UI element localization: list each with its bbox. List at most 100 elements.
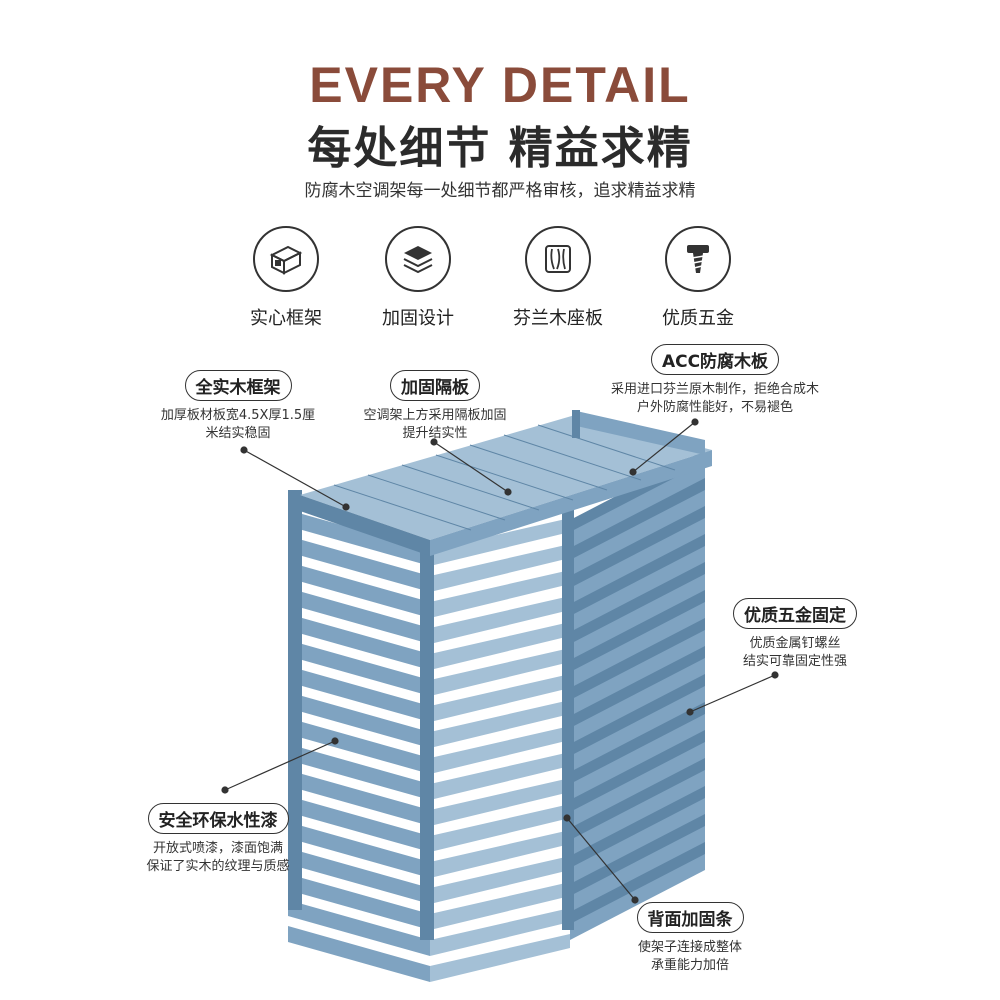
- feature-label: 实心框架: [250, 308, 322, 329]
- front-right-leg: [420, 540, 434, 940]
- leader-dot: [691, 418, 699, 426]
- front-slat: [288, 588, 430, 644]
- front-slat: [288, 848, 430, 904]
- top-board-edge: [300, 495, 430, 556]
- front-slat-shade: [430, 570, 570, 618]
- callout-title: 全实木框架: [184, 370, 292, 401]
- subtitle: 防腐木空调架每一处细节都严格审核，追求精益求精: [304, 181, 696, 201]
- callout-description: 采用进口芬兰原木制作，拒绝合成木 户外防腐性能好，不易褪色: [580, 381, 850, 417]
- callout-acc-board: ACC防腐木板 采用进口芬兰原木制作，拒绝合成木 户外防腐性能好，不易褪色: [580, 344, 850, 417]
- feature-solid-frame: 实心框架: [221, 226, 351, 330]
- callout-title: ACC防腐木板: [650, 344, 780, 375]
- desc-line: 米结实稳固: [205, 426, 271, 441]
- leader-paint: [224, 740, 336, 791]
- callout-description: 使架子连接成整体 承重能力加倍: [615, 939, 765, 975]
- top-plank-seam: [469, 444, 608, 491]
- front-slat-shade: [430, 934, 570, 982]
- leader-dot: [331, 737, 339, 745]
- front-slat-shade: [430, 518, 570, 566]
- callout-paint: 安全环保水性漆 开放式喷漆，漆面饱满 保证了实木的纹理与质感: [118, 803, 318, 876]
- desc-line: 户外防腐性能好，不易褪色: [636, 400, 793, 415]
- top-plank-seam: [537, 424, 676, 471]
- callout-solid-frame: 全实木框架 加厚板材板宽4.5X厚1.5厘 米结实稳固: [148, 370, 328, 443]
- leader-dot: [563, 814, 571, 822]
- front-slat: [288, 640, 430, 696]
- back-rail: [572, 410, 705, 455]
- front-slat-shade: [430, 804, 570, 852]
- desc-line: 保证了实木的纹理与质感: [146, 859, 290, 874]
- callout-title: 加固隔板: [390, 370, 480, 401]
- side-slat: [570, 462, 705, 548]
- side-slat: [570, 630, 705, 716]
- leader-dot: [504, 488, 512, 496]
- leader-dot: [629, 468, 637, 476]
- front-slat: [288, 562, 430, 618]
- front-slat-shade: [430, 674, 570, 722]
- front-slat-shade: [430, 622, 570, 670]
- feature-label: 加固设计: [382, 308, 454, 329]
- feature-finnish-wood: 芬兰木座板: [493, 226, 623, 330]
- front-slat-shade: [430, 726, 570, 774]
- callout-title: 安全环保水性漆: [147, 803, 289, 834]
- leader-solid-frame: [243, 449, 347, 508]
- front-slat: [288, 692, 430, 748]
- desc-line: 采用进口芬兰原木制作，拒绝合成木: [610, 382, 819, 397]
- side-slat: [570, 742, 705, 828]
- title-chinese: 每处细节 精益求精: [307, 123, 693, 174]
- front-slat-shade: [430, 596, 570, 644]
- front-slat: [288, 536, 430, 592]
- front-slat-shade: [430, 752, 570, 800]
- front-slat-shade: [430, 830, 570, 878]
- leader-partition: [433, 441, 509, 493]
- desc-line: 优质金属钉螺丝: [749, 636, 841, 651]
- desc-line: 空调架上方采用隔板加固: [363, 408, 507, 423]
- top-plank-seam: [435, 454, 574, 501]
- callout-hardware: 优质五金固定 优质金属钉螺丝 结实可靠固定性强: [715, 598, 875, 671]
- leader-dot: [631, 896, 639, 904]
- feature-label: 芬兰木座板: [513, 308, 603, 329]
- top-plank-seam: [401, 464, 540, 511]
- side-slat: [570, 854, 705, 940]
- desc-line: 开放式喷漆，漆面饱满: [152, 841, 283, 856]
- back-rail-post: [572, 410, 580, 438]
- leader-dot: [240, 446, 248, 454]
- back-brace-strip: [562, 510, 574, 930]
- front-slat: [288, 718, 430, 774]
- front-slat-shade: [430, 648, 570, 696]
- wood-board-icon: [525, 226, 591, 292]
- desc-line: 使架子连接成整体: [637, 940, 742, 955]
- feature-label: 优质五金: [662, 308, 734, 329]
- front-left-leg: [288, 490, 302, 910]
- front-slat: [288, 614, 430, 670]
- leader-hardware: [689, 674, 776, 713]
- front-slat: [288, 874, 430, 930]
- front-slat: [288, 666, 430, 722]
- feature-reinforced: 加固设计: [353, 226, 483, 330]
- leader-dot: [686, 708, 694, 716]
- callout-title: 优质五金固定: [733, 598, 857, 629]
- side-slat: [570, 602, 705, 688]
- callout-description: 空调架上方采用隔板加固 提升结实性: [340, 407, 530, 443]
- front-slat-shade: [430, 882, 570, 930]
- callout-title: 背面加固条: [636, 902, 744, 933]
- top-plank-seam: [333, 484, 472, 531]
- leader-back-strip: [566, 817, 636, 901]
- desc-line: 提升结实性: [402, 426, 468, 441]
- leader-acc-board: [632, 421, 696, 473]
- title-english: EVERY DETAIL: [309, 57, 691, 113]
- leader-dot: [221, 786, 229, 794]
- feature-hardware: 优质五金: [633, 226, 763, 330]
- screw-icon: [665, 226, 731, 292]
- front-slat: [288, 770, 430, 826]
- desc-line: 结实可靠固定性强: [742, 654, 847, 669]
- layers-icon: [385, 226, 451, 292]
- callout-partition: 加固隔板 空调架上方采用隔板加固 提升结实性: [340, 370, 530, 443]
- front-slat: [288, 822, 430, 878]
- top-board-edge-side: [430, 450, 712, 556]
- top-plank-seam: [367, 474, 506, 521]
- solid-frame-icon: [253, 226, 319, 292]
- front-slat: [288, 510, 430, 566]
- callout-description: 加厚板材板宽4.5X厚1.5厘 米结实稳固: [148, 407, 328, 443]
- front-slat: [288, 744, 430, 800]
